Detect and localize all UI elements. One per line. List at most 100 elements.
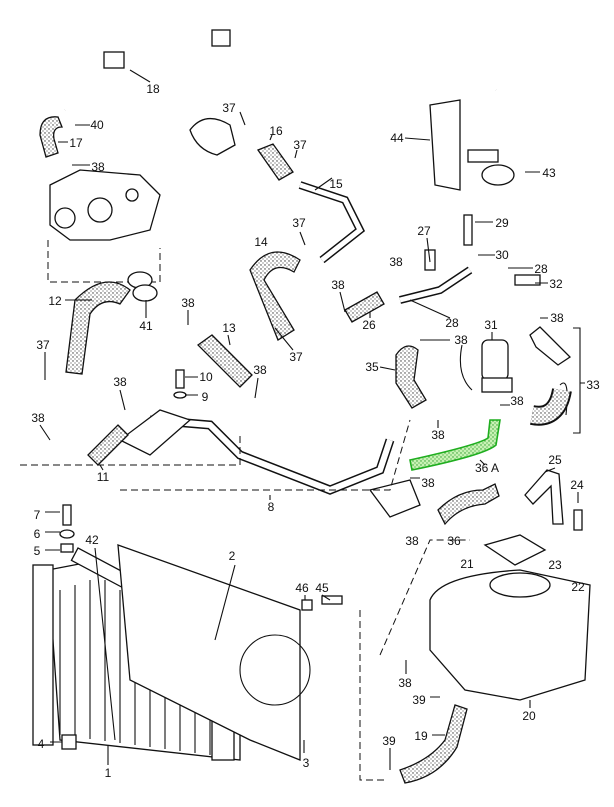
label-37: 37 xyxy=(293,138,307,152)
label-8: 8 xyxy=(268,500,275,514)
label-10: 10 xyxy=(199,370,213,384)
bolt-10 xyxy=(175,369,185,389)
label-38: 38 xyxy=(331,278,345,292)
cap-4 xyxy=(61,734,77,750)
label-35: 35 xyxy=(365,360,379,374)
fan-shroud-2 xyxy=(117,544,301,761)
label-31: 31 xyxy=(484,318,498,332)
sensor-32 xyxy=(514,274,541,286)
fastener-45-46 xyxy=(301,595,343,611)
label-7: 7 xyxy=(34,508,41,522)
label-18: 18 xyxy=(146,82,160,96)
label-12: 12 xyxy=(48,294,62,308)
hose-16 xyxy=(256,143,294,181)
label-5: 5 xyxy=(34,544,41,558)
label-33: 33 xyxy=(586,378,600,392)
label-38: 38 xyxy=(253,363,267,377)
label-38: 38 xyxy=(398,676,412,690)
label-37: 37 xyxy=(289,350,303,364)
sensor-29 xyxy=(463,214,473,246)
label-15: 15 xyxy=(329,177,343,191)
hose-26 xyxy=(344,291,385,323)
label-38: 38 xyxy=(405,534,419,548)
label-16: 16 xyxy=(269,124,283,138)
label-37: 37 xyxy=(292,216,306,230)
label-24: 24 xyxy=(570,478,584,492)
label-22: 22 xyxy=(571,580,585,594)
filler-neck xyxy=(189,118,236,156)
hose-33a xyxy=(529,326,572,366)
hose-11 xyxy=(87,424,129,466)
bracket-44 xyxy=(429,99,461,191)
label-40: 40 xyxy=(90,118,104,132)
label-21: 21 xyxy=(460,557,474,571)
expansion-tank-20 xyxy=(429,534,591,701)
label-42: 42 xyxy=(85,533,99,547)
label-38: 38 xyxy=(510,394,524,408)
label-9: 9 xyxy=(202,390,209,404)
label-26: 26 xyxy=(362,318,376,332)
label-39: 39 xyxy=(412,693,426,707)
label-38: 38 xyxy=(389,255,403,269)
label-28: 28 xyxy=(534,262,548,276)
label-13: 13 xyxy=(222,321,236,335)
label-36: 36 xyxy=(447,534,461,548)
bolt-24 xyxy=(573,509,583,531)
label-28: 28 xyxy=(445,316,459,330)
pipe-18 xyxy=(63,15,497,112)
label-37: 37 xyxy=(36,338,50,352)
label-38: 38 xyxy=(181,296,195,310)
hose-25 xyxy=(524,469,564,525)
nut-5 xyxy=(60,543,74,553)
label-39: 39 xyxy=(382,734,396,748)
label-23: 23 xyxy=(548,558,562,572)
callout-labels: 18 40 17 38 37 16 37 15 44 43 37 14 27 2… xyxy=(31,82,600,780)
label-27: 27 xyxy=(417,224,431,238)
label-11: 11 xyxy=(97,470,110,484)
label-38: 38 xyxy=(31,411,45,425)
hose-19 xyxy=(399,704,468,784)
hose-36 xyxy=(437,483,500,526)
label-38: 38 xyxy=(91,160,105,174)
label-1: 1 xyxy=(105,766,112,780)
hose-35 xyxy=(395,345,427,409)
label-38: 38 xyxy=(113,375,127,389)
label-38: 38 xyxy=(431,428,445,442)
label-38: 38 xyxy=(550,311,564,325)
hose-14 xyxy=(249,251,301,341)
hose-13 xyxy=(196,334,253,388)
hose-12 xyxy=(65,281,131,375)
hose-17 xyxy=(39,116,63,158)
label-30: 30 xyxy=(495,248,509,262)
label-17: 17 xyxy=(69,136,83,150)
label-3: 3 xyxy=(303,756,310,770)
label-38: 38 xyxy=(454,333,468,347)
label-6: 6 xyxy=(34,527,41,541)
bolt-7 xyxy=(62,504,72,526)
label-38: 38 xyxy=(421,476,435,490)
auxiliary-pump-31 xyxy=(459,339,513,393)
label-44: 44 xyxy=(390,131,404,145)
label-14: 14 xyxy=(254,235,268,249)
clamp-41 xyxy=(127,271,158,302)
washer-6 xyxy=(59,529,75,539)
fan-shroud-opening xyxy=(239,634,311,706)
washer-9 xyxy=(173,391,187,399)
label-36a: 36 A xyxy=(475,461,499,475)
label-2: 2 xyxy=(229,549,236,563)
label-20: 20 xyxy=(522,709,536,723)
clamp-43 xyxy=(467,149,515,186)
label-32: 32 xyxy=(549,277,563,291)
hose-36a-highlighted xyxy=(409,419,501,471)
label-37: 37 xyxy=(222,101,236,115)
label-19: 19 xyxy=(414,729,428,743)
label-29: 29 xyxy=(495,216,509,230)
label-4: 4 xyxy=(38,737,45,751)
pipe-assembly-8 xyxy=(118,409,421,518)
label-25: 25 xyxy=(548,453,562,467)
label-46: 46 xyxy=(295,581,309,595)
label-43: 43 xyxy=(542,166,556,180)
label-41: 41 xyxy=(139,319,153,333)
